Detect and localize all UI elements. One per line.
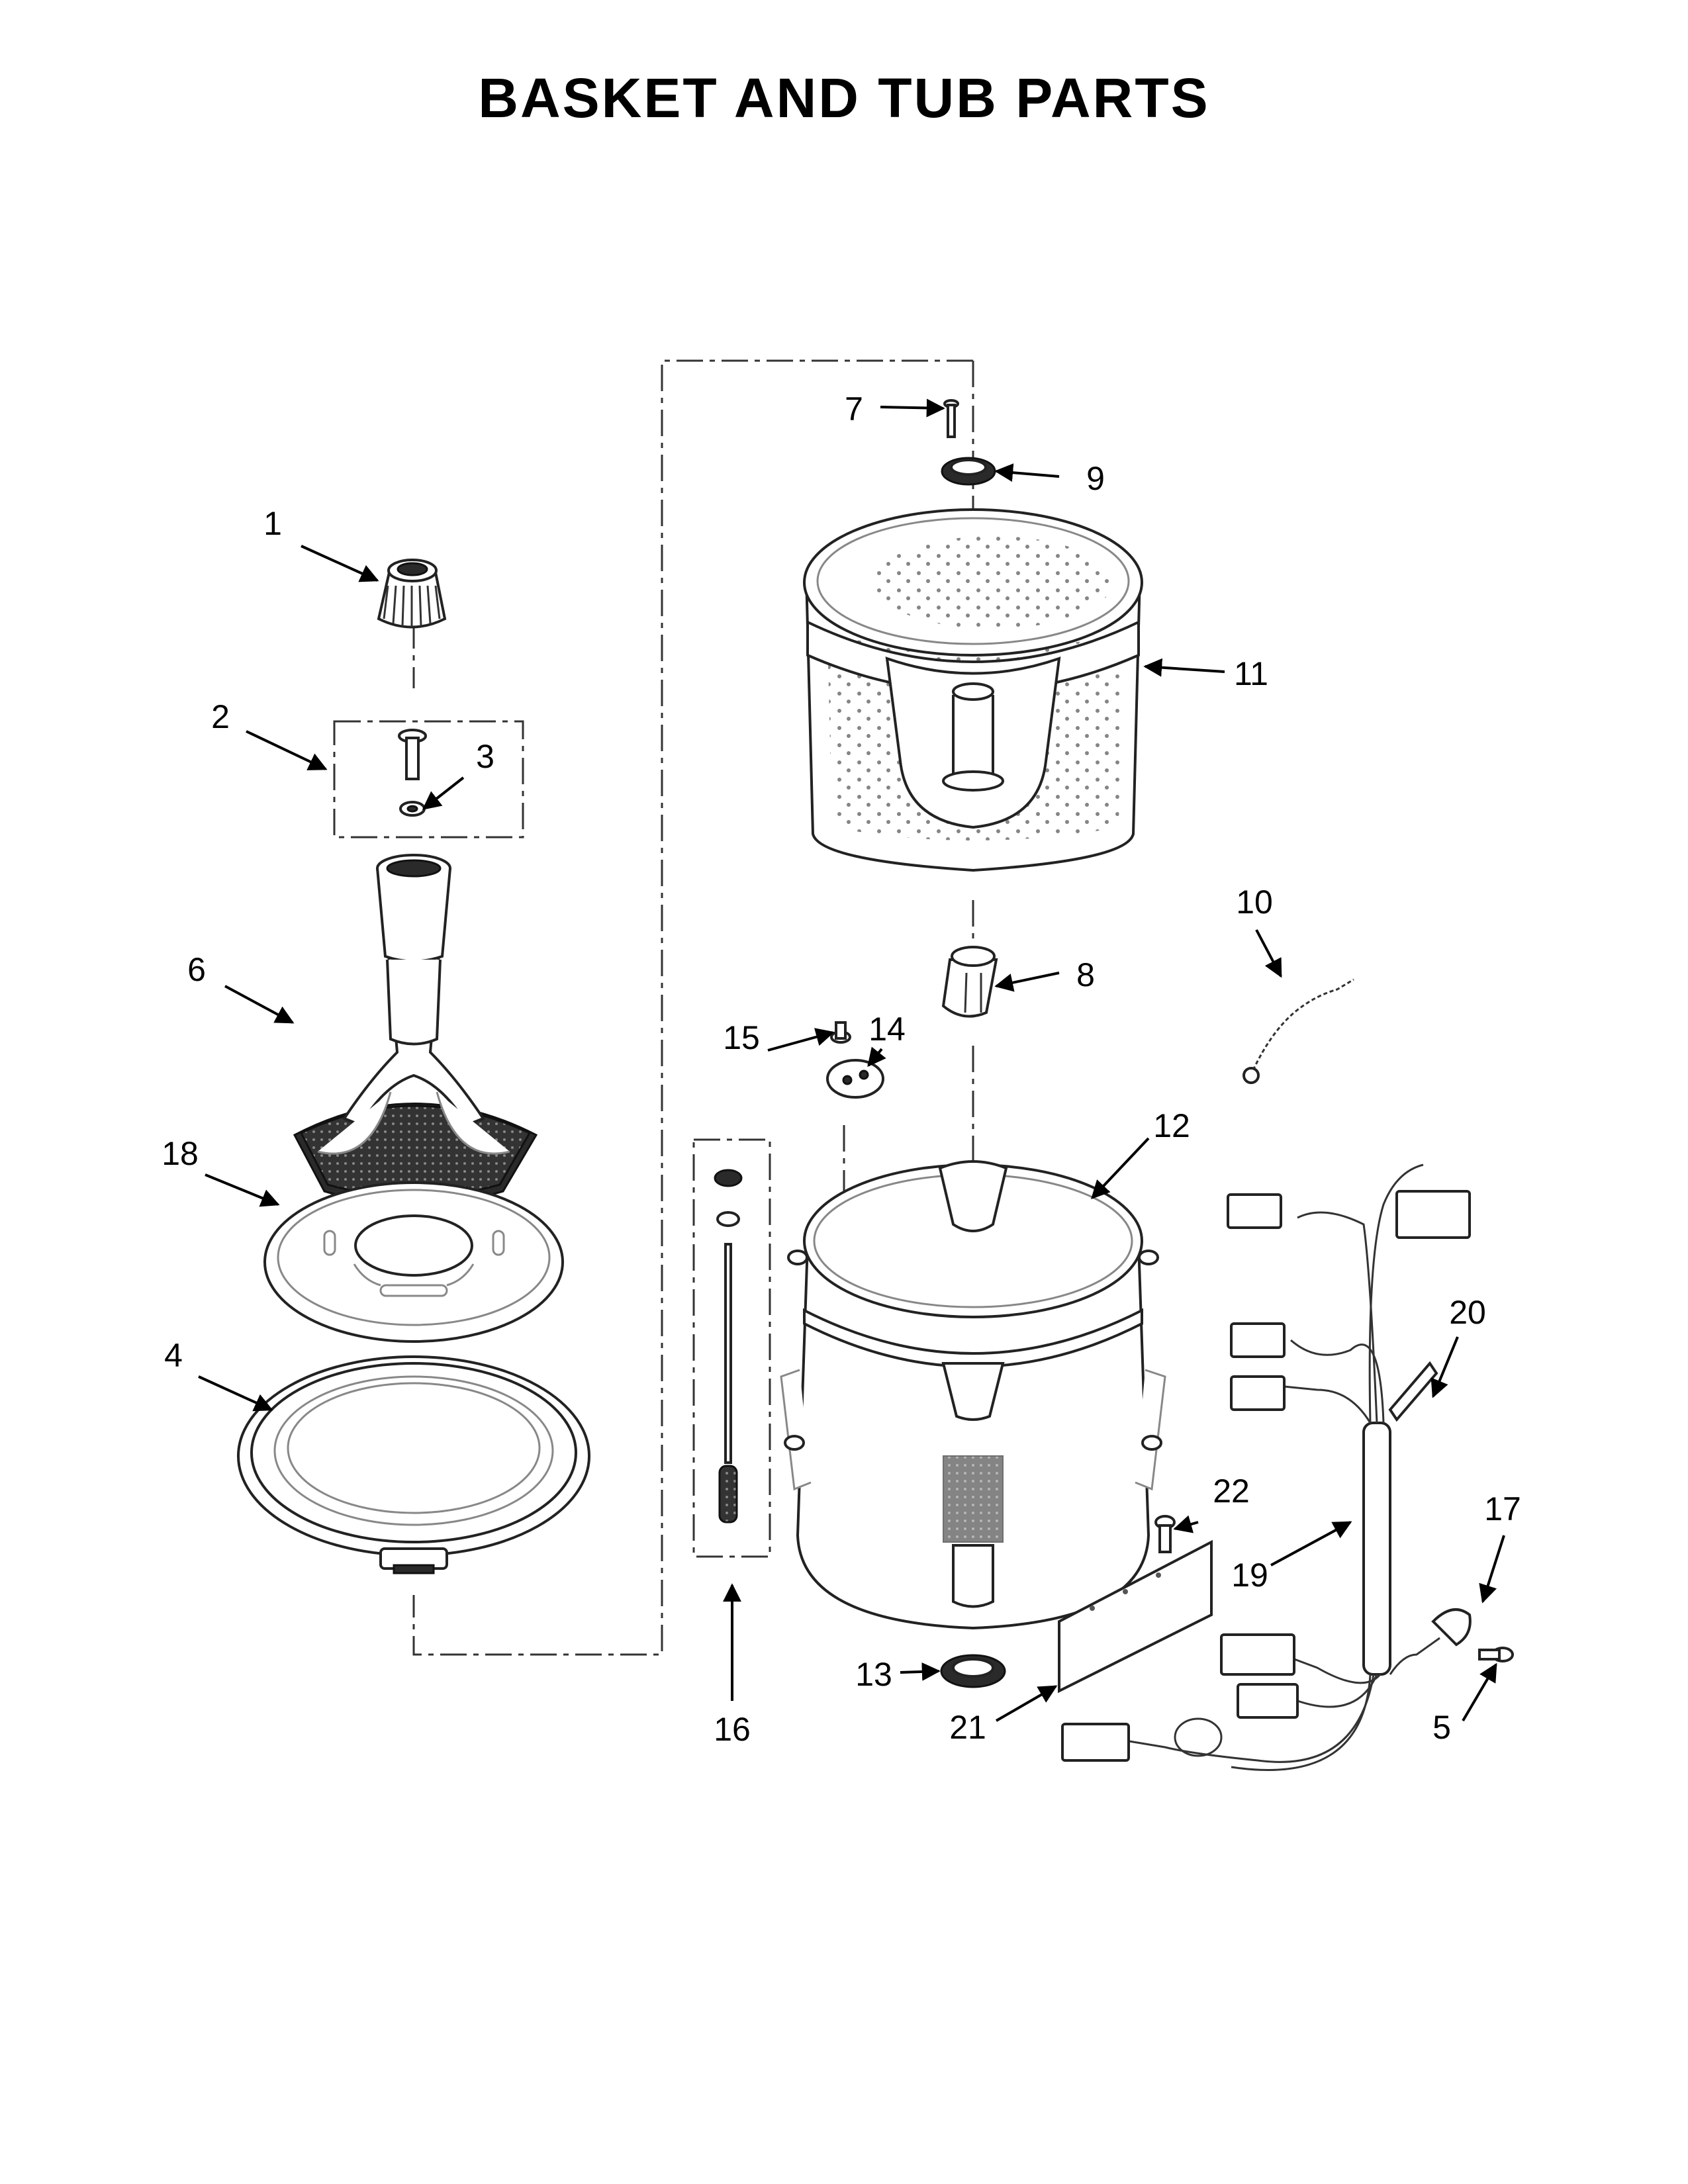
callout-11: 11 (1234, 655, 1268, 692)
callout-13: 13 (855, 1656, 892, 1693)
basket-nut-part (941, 457, 996, 486)
callout-3: 3 (476, 738, 494, 775)
outer-tub-part (780, 1160, 1166, 1630)
callout-14: 14 (868, 1011, 906, 1048)
tub-seal-part (940, 1654, 1006, 1688)
callout-6: 6 (187, 951, 206, 988)
callout-5: 5 (1432, 1709, 1451, 1746)
callout-22: 22 (1213, 1473, 1250, 1510)
suspension-rod-part (714, 1169, 743, 1524)
callout-18: 18 (162, 1135, 199, 1172)
callout-16: 16 (714, 1711, 751, 1748)
callout-labels: 1 2 3 4 5 6 7 8 9 10 11 12 13 14 15 16 1… (162, 390, 1521, 1748)
callout-9: 9 (1086, 460, 1105, 497)
pressure-screw-part (1154, 1515, 1176, 1553)
callout-10: 10 (1236, 884, 1273, 921)
wire-harness-part (1061, 1163, 1471, 1771)
callout-7: 7 (845, 390, 863, 428)
callout-15: 15 (723, 1019, 760, 1056)
harness-clip-part (1431, 1608, 1514, 1662)
callout-20: 20 (1449, 1294, 1486, 1331)
page-title: BASKET AND TUB PARTS (478, 67, 1210, 129)
callout-2: 2 (211, 698, 230, 735)
callout-8: 8 (1076, 956, 1095, 993)
callout-17: 17 (1484, 1490, 1521, 1527)
callout-21: 21 (949, 1709, 986, 1746)
wash-basket-part (803, 508, 1143, 872)
agitator-cap-part (377, 559, 447, 629)
callout-12: 12 (1153, 1107, 1190, 1144)
callout-leaders (198, 398, 1505, 1722)
callout-1: 1 (263, 505, 282, 542)
screw-part (943, 399, 959, 438)
tub-bracket-part (826, 1021, 884, 1099)
callout-4: 4 (164, 1337, 183, 1374)
agitator-bolt-part (398, 729, 427, 817)
balance-ring-part (237, 1355, 590, 1574)
drive-hub-part (941, 946, 998, 1018)
agitator-plate-part (263, 1181, 564, 1343)
agitator-part (293, 854, 538, 1206)
callout-19: 19 (1231, 1557, 1268, 1594)
ground-strap-part (1243, 978, 1354, 1084)
control-board-part (1058, 1539, 1213, 1694)
